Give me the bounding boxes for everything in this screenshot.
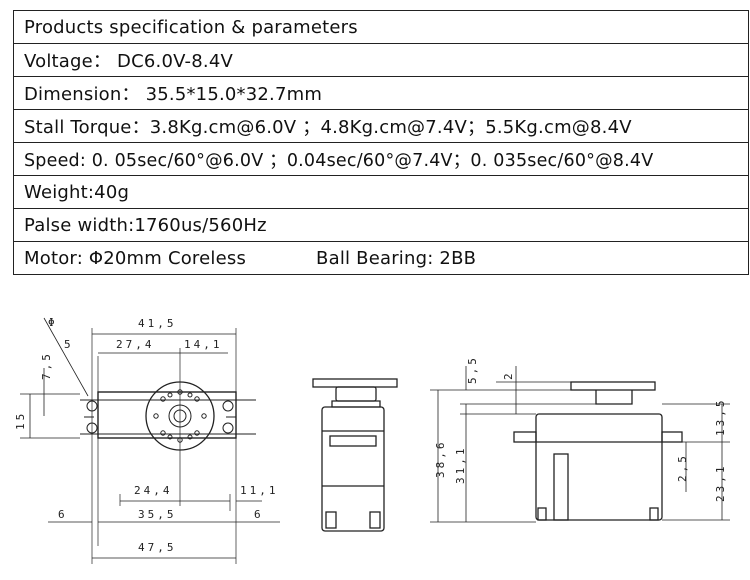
dim-23-1: 23,1 — [714, 464, 727, 503]
horn-holes — [153, 389, 207, 443]
mount-hole-tr — [222, 400, 234, 412]
side-foot-left — [537, 507, 547, 521]
spec-row-dimension: Dimension： 35.5*15.0*32.7mm — [13, 76, 749, 110]
dim-15: 15 — [14, 411, 27, 430]
dim-24-4: 24,4 — [134, 484, 173, 497]
spec-bearing: Ball Bearing: 2BB — [316, 247, 477, 269]
spec-dimension: Dimension： 35.5*15.0*32.7mm — [13, 76, 749, 110]
technical-drawing: 41,5 27,4 14,1 7,5 15 Φ 5 24,4 11,1 35,5… — [14, 316, 730, 564]
front-extension-lines — [20, 328, 237, 564]
dim-31-1: 31,1 — [454, 446, 467, 485]
dim-5-5: 5,5 — [466, 355, 479, 384]
spec-row-pulse-width: Palse width:1760us/560Hz — [13, 208, 749, 242]
dim-5: 5 — [64, 338, 74, 351]
spec-speed: Speed: 0. 05sec/60°@6.0V ；0.04sec/60°@7.… — [13, 142, 749, 176]
dim-38-6: 38,6 — [434, 440, 447, 479]
mount-hole-br — [222, 422, 234, 434]
side-horn — [570, 381, 656, 391]
end-ridge — [329, 435, 377, 447]
spec-row-stall-torque: Stall Torque：3.8Kg.cm@6.0V ；4.8Kg.cm@7.4… — [13, 109, 749, 143]
side-body — [535, 413, 663, 521]
spec-voltage: Voltage： DC6.0V-8.4V — [13, 43, 749, 77]
side-flange-right — [661, 431, 683, 443]
spec-row-weight: Weight:40g — [13, 175, 749, 209]
spec-row-motor: Motor: Φ20mm Coreless Ball Bearing: 2BB — [13, 241, 749, 275]
dim-11-1: 11,1 — [240, 484, 279, 497]
dim-41-5: 41,5 — [138, 317, 177, 330]
end-top-cap — [331, 400, 381, 408]
side-dimension-lines — [437, 366, 723, 522]
spec-table: Products specification & parameters Volt… — [13, 10, 749, 275]
dim-35-5: 35,5 — [138, 508, 177, 521]
spec-stall-torque: Stall Torque：3.8Kg.cm@6.0V ；4.8Kg.cm@7.4… — [13, 109, 749, 143]
spec-title: Products specification & parameters — [13, 10, 749, 44]
end-horn — [312, 378, 398, 388]
dim-47-5: 47,5 — [138, 541, 177, 554]
dim-2: 2 — [502, 370, 515, 380]
dim-7-5: 7,5 — [40, 351, 53, 380]
dim-14-1: 14,1 — [184, 338, 223, 351]
spec-pulse-width: Palse width:1760us/560Hz — [13, 208, 749, 242]
side-foot-right — [649, 507, 659, 521]
spec-weight: Weight:40g — [13, 175, 749, 209]
dim-27-4: 27,4 — [116, 338, 155, 351]
dim-13-5: 13,5 — [714, 398, 727, 437]
end-foot-right — [369, 511, 381, 529]
end-hub — [335, 386, 377, 402]
side-hub — [595, 390, 633, 405]
side-view: 5,5 2 38,6 31,1 13,5 2,5 23,1 — [430, 355, 730, 523]
spec-motor-cell: Motor: Φ20mm Coreless Ball Bearing: 2BB — [13, 241, 749, 275]
spec-row-speed: Speed: 0. 05sec/60°@6.0V ；0.04sec/60°@7.… — [13, 142, 749, 176]
spec-row-voltage: Voltage： DC6.0V-8.4V — [13, 43, 749, 77]
dim-6-left: 6 — [58, 508, 68, 521]
end-view — [312, 378, 398, 532]
spec-row-title: Products specification & parameters — [13, 10, 749, 44]
end-body — [321, 406, 385, 532]
dim-2-5: 2,5 — [676, 453, 689, 482]
dim-phi: Φ — [48, 316, 58, 329]
side-flange-left — [513, 431, 537, 443]
side-label-plate — [553, 453, 569, 521]
front-body — [97, 391, 237, 439]
dim-6-right: 6 — [254, 508, 264, 521]
side-extension-lines — [430, 381, 730, 523]
spec-motor: Motor: Φ20mm Coreless — [24, 247, 247, 269]
front-view: 41,5 27,4 14,1 7,5 15 Φ 5 24,4 11,1 35,5… — [14, 316, 280, 564]
front-dimension-lines — [29, 317, 280, 559]
end-foot-left — [325, 511, 337, 529]
